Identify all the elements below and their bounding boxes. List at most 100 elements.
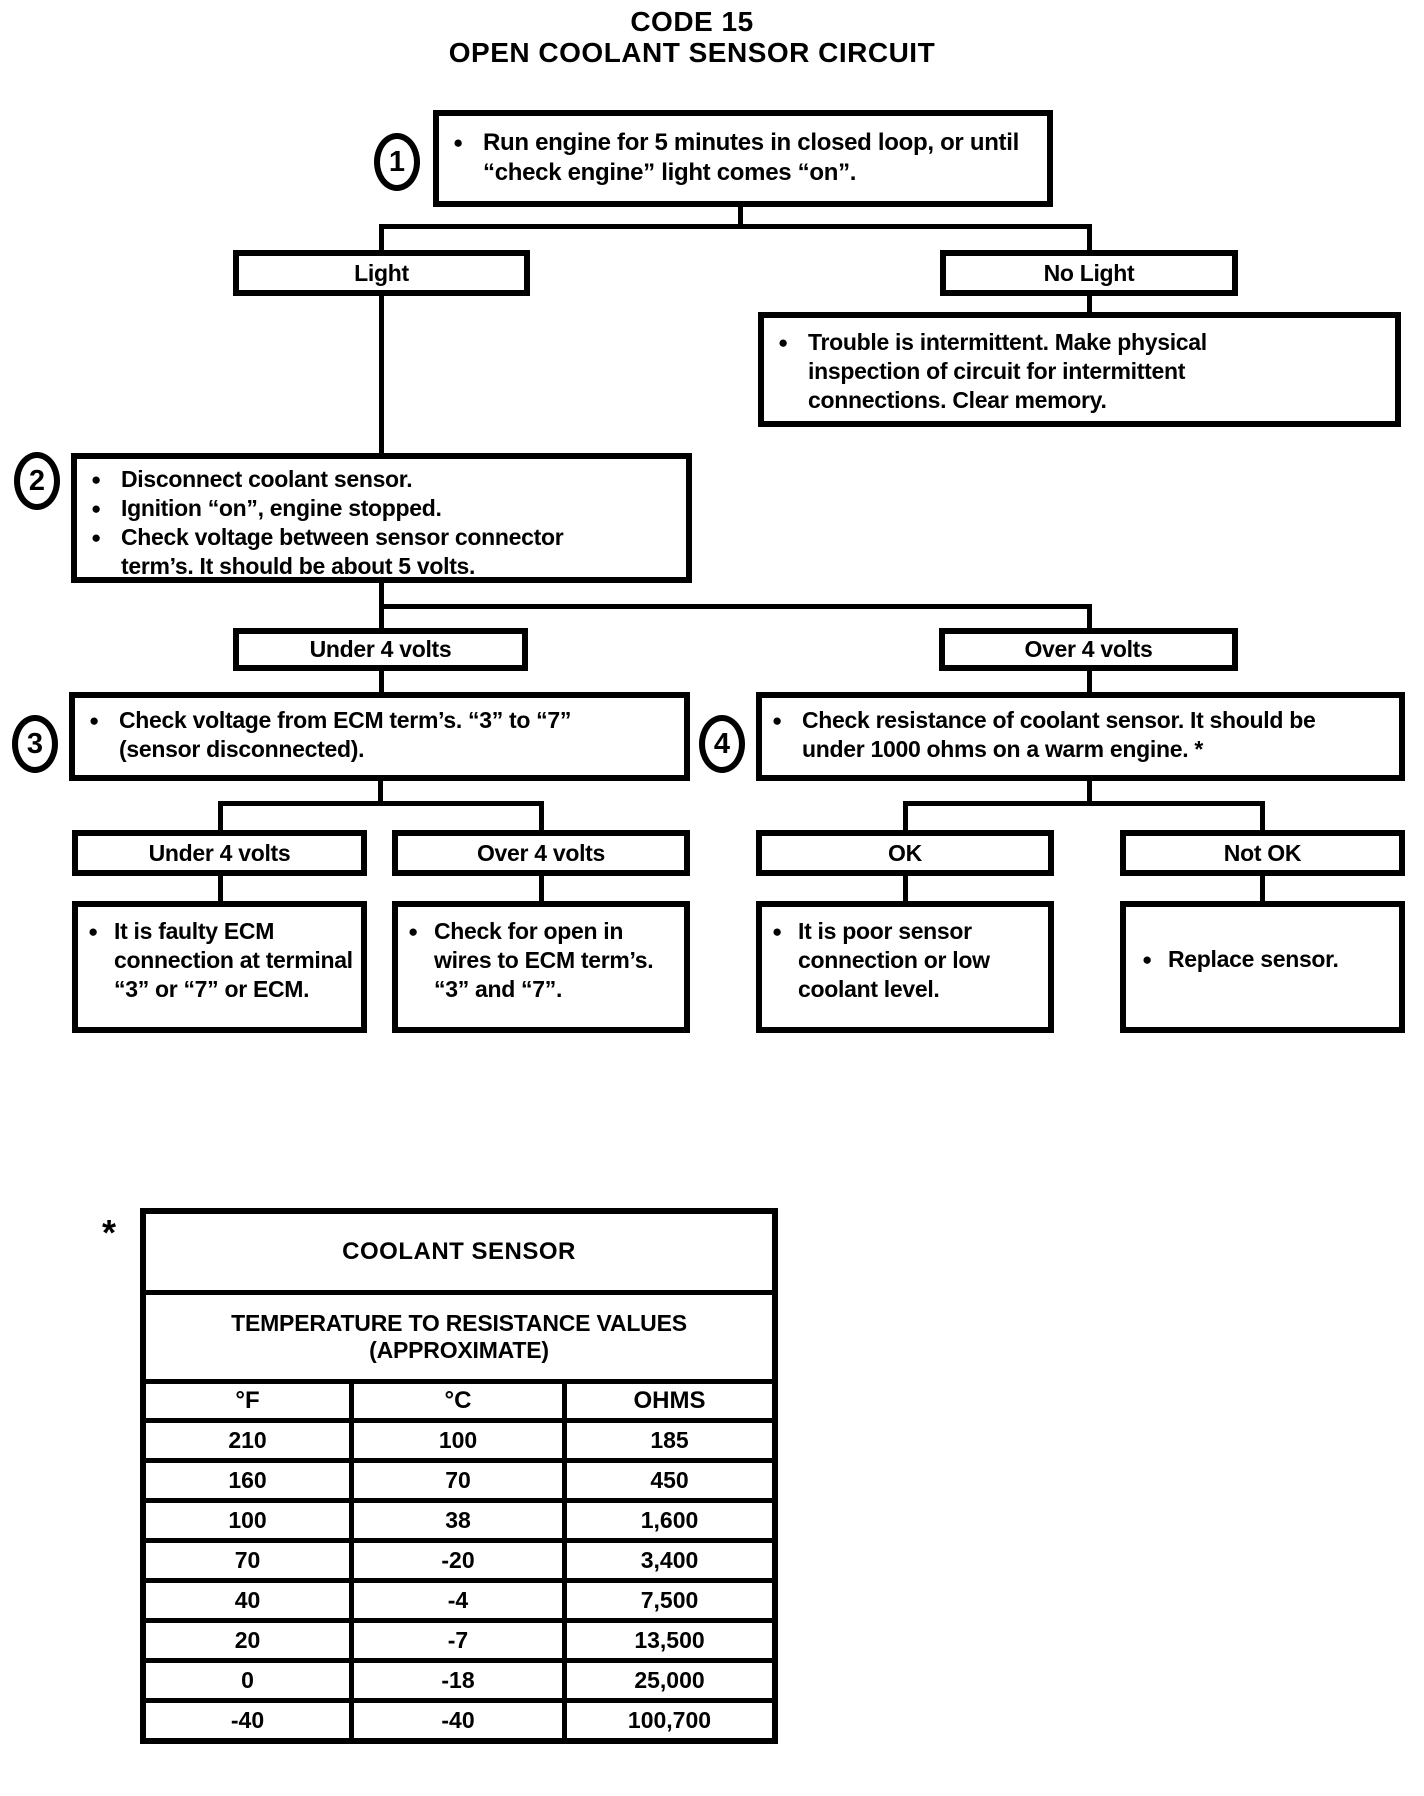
connector-line [379, 224, 1091, 229]
connector-line [1087, 779, 1092, 805]
connector-line [1087, 604, 1092, 628]
bullet-icon: ● [91, 499, 102, 518]
branch-under-4-volts-2: Under 4 volts [72, 830, 367, 876]
table-row: 0 -18 25,000 [140, 1658, 778, 1703]
connector-line [738, 207, 743, 228]
cell-c: -20 [349, 1538, 567, 1583]
bullet-icon: ● [1142, 950, 1153, 969]
step2-bullet-1: Disconnect coolant sensor. [121, 466, 413, 492]
connector-line [379, 604, 384, 628]
cell-f: 70 [140, 1538, 354, 1583]
connector-line [379, 604, 1091, 609]
table-row: 40 -4 7,500 [140, 1578, 778, 1623]
cell-c: 38 [349, 1498, 567, 1543]
step4-text: Check resistance of coolant sensor. It s… [802, 707, 1316, 762]
connector-line [1260, 874, 1265, 901]
connector-line [1087, 224, 1092, 250]
table-header-row: °F °C OHMS [140, 1379, 778, 1423]
cell-c: -4 [349, 1578, 567, 1623]
cell-ohms: 13,500 [562, 1618, 778, 1663]
step-number: 3 [26, 727, 44, 760]
connector-line [379, 669, 384, 692]
bullet-icon: ● [772, 711, 783, 730]
step3-number-badge: 3 [12, 715, 58, 773]
table-title-row: COOLANT SENSOR [140, 1208, 778, 1295]
bullet-icon: ● [453, 133, 464, 152]
step3-text: Check voltage from ECM term’s. “3” to “7… [119, 707, 572, 762]
bullet-icon: ● [91, 528, 102, 547]
step1-number-badge: 1 [374, 133, 420, 191]
branch-no-light: No Light [940, 250, 1238, 296]
result-open-wires-text: Check for open in wires to ECM term’s. “… [434, 918, 654, 1002]
step-number: 2 [28, 464, 46, 497]
cell-c: -18 [349, 1658, 567, 1703]
step2-number-badge: 2 [14, 452, 60, 510]
col-header-fahrenheit: °F [140, 1379, 354, 1423]
connector-line [379, 581, 384, 608]
cell-ohms: 100,700 [562, 1698, 778, 1744]
cell-ohms: 450 [562, 1458, 778, 1503]
step4-box: ● Check resistance of coolant sensor. It… [756, 692, 1405, 781]
branch-over-4-volts-1: Over 4 volts [939, 628, 1238, 671]
cell-c: 70 [349, 1458, 567, 1503]
cell-ohms: 1,600 [562, 1498, 778, 1543]
cell-c: -40 [349, 1698, 567, 1744]
step-number: 4 [713, 727, 731, 760]
connector-line [539, 874, 544, 901]
cell-f: 40 [140, 1578, 354, 1623]
connector-line [218, 874, 223, 901]
branch-not-ok: Not OK [1120, 830, 1405, 876]
cell-f: 100 [140, 1498, 354, 1543]
connector-line [218, 801, 223, 830]
footnote-asterisk: * [102, 1212, 117, 1253]
step1-text: Run engine for 5 minutes in closed loop,… [483, 129, 1019, 186]
table-row: 70 -20 3,400 [140, 1538, 778, 1583]
table-subtitle-line1: TEMPERATURE TO RESISTANCE VALUES [231, 1310, 687, 1336]
result-ecm-fault: ● It is faulty ECM connection at termina… [72, 901, 367, 1033]
result-replace-sensor-text: Replace sensor. [1168, 946, 1339, 972]
bullet-icon: ● [91, 470, 102, 489]
cell-c: 100 [349, 1418, 567, 1463]
result-poor-connection-text: It is poor sensor connection or low cool… [798, 918, 990, 1002]
result-poor-connection: ● It is poor sensor connection or low co… [756, 901, 1054, 1033]
table-row: 100 38 1,600 [140, 1498, 778, 1543]
page-title-code: CODE 15 [630, 6, 754, 37]
col-header-celsius: °C [349, 1379, 567, 1423]
step2-bullet-3: Check voltage between sensor connector t… [121, 524, 564, 579]
table-row: 20 -7 13,500 [140, 1618, 778, 1663]
step-number: 1 [388, 145, 406, 178]
step4-number-badge: 4 [699, 715, 745, 773]
connector-line [378, 779, 383, 805]
connector-line [903, 801, 908, 830]
branch-light: Light [233, 250, 530, 296]
cell-f: -40 [140, 1698, 354, 1744]
table-title: COOLANT SENSOR [140, 1208, 778, 1295]
bullet-icon: ● [778, 333, 789, 352]
connector-line [1087, 294, 1092, 312]
table-row: 210 100 185 [140, 1418, 778, 1463]
step3-box: ● Check voltage from ECM term’s. “3” to … [69, 692, 690, 781]
connector-line [218, 801, 544, 806]
connector-line [1087, 669, 1092, 692]
table-subtitle-row: TEMPERATURE TO RESISTANCE VALUES (APPROX… [140, 1290, 778, 1384]
connector-line [379, 294, 384, 453]
page-title-name: OPEN COOLANT SENSOR CIRCUIT [448, 37, 936, 68]
cell-c: -7 [349, 1618, 567, 1663]
connector-line [903, 874, 908, 901]
table-row: 160 70 450 [140, 1458, 778, 1503]
cell-f: 20 [140, 1618, 354, 1663]
page-title: CODE 15 OPEN COOLANT SENSOR CIRCUIT [0, 6, 1384, 68]
col-header-ohms: OHMS [562, 1379, 778, 1423]
bullet-icon: ● [89, 711, 100, 730]
connector-line [903, 801, 1265, 806]
table-subtitle-line2: (APPROXIMATE) [369, 1337, 549, 1363]
result-ecm-fault-text: It is faulty ECM connection at terminal … [114, 918, 353, 1002]
step2-bullet-2: Ignition “on”, engine stopped. [121, 495, 442, 521]
connector-line [1260, 801, 1265, 830]
cell-ohms: 3,400 [562, 1538, 778, 1583]
cell-ohms: 7,500 [562, 1578, 778, 1623]
step2-box: ● Disconnect coolant sensor. ● Ignition … [71, 453, 692, 583]
step1-box: ● Run engine for 5 minutes in closed loo… [433, 110, 1053, 207]
connector-line [539, 801, 544, 830]
